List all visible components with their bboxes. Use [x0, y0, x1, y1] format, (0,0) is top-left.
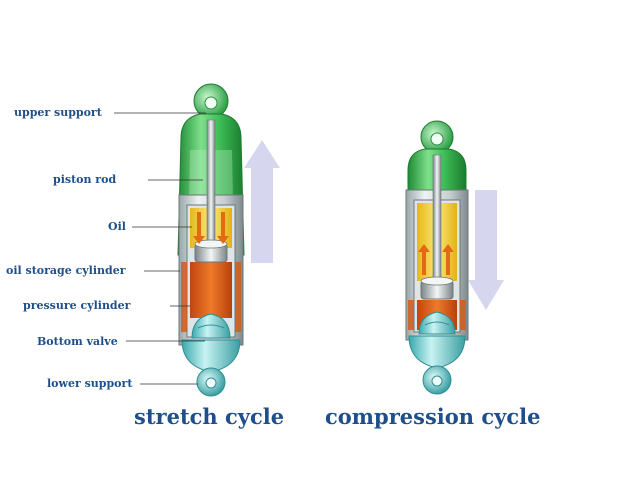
caption-stretch-cycle: stretch cycle	[134, 404, 285, 429]
stretch-shock-absorber	[177, 83, 245, 397]
bottom-valve	[191, 313, 231, 339]
label-bottom-valve: Bottom valve	[37, 335, 118, 348]
bottom-valve	[418, 311, 456, 335]
pressure-region	[190, 262, 232, 318]
up-arrow-icon	[244, 140, 280, 263]
label-pressure-cylinder: pressure cylinder	[23, 299, 131, 312]
label-oil: Oil	[108, 220, 126, 233]
piston-rod	[432, 154, 442, 286]
down-arrow-icon	[468, 190, 504, 310]
compression-shock-absorber	[405, 120, 469, 395]
piston-rod	[206, 119, 216, 251]
bottom-cap	[181, 339, 241, 373]
oil-flow-arrows	[193, 212, 229, 244]
label-lower-support: lower support	[47, 377, 133, 390]
label-piston-rod: piston rod	[53, 173, 117, 186]
bottom-cap	[408, 335, 466, 369]
label-oil-storage-cylinder: oil storage cylinder	[6, 264, 126, 277]
leader-lines	[114, 112, 206, 385]
oil-flow-arrows	[418, 244, 454, 275]
label-upper-support: upper support	[14, 106, 102, 119]
caption-compression-cycle: compression cycle	[325, 404, 541, 429]
